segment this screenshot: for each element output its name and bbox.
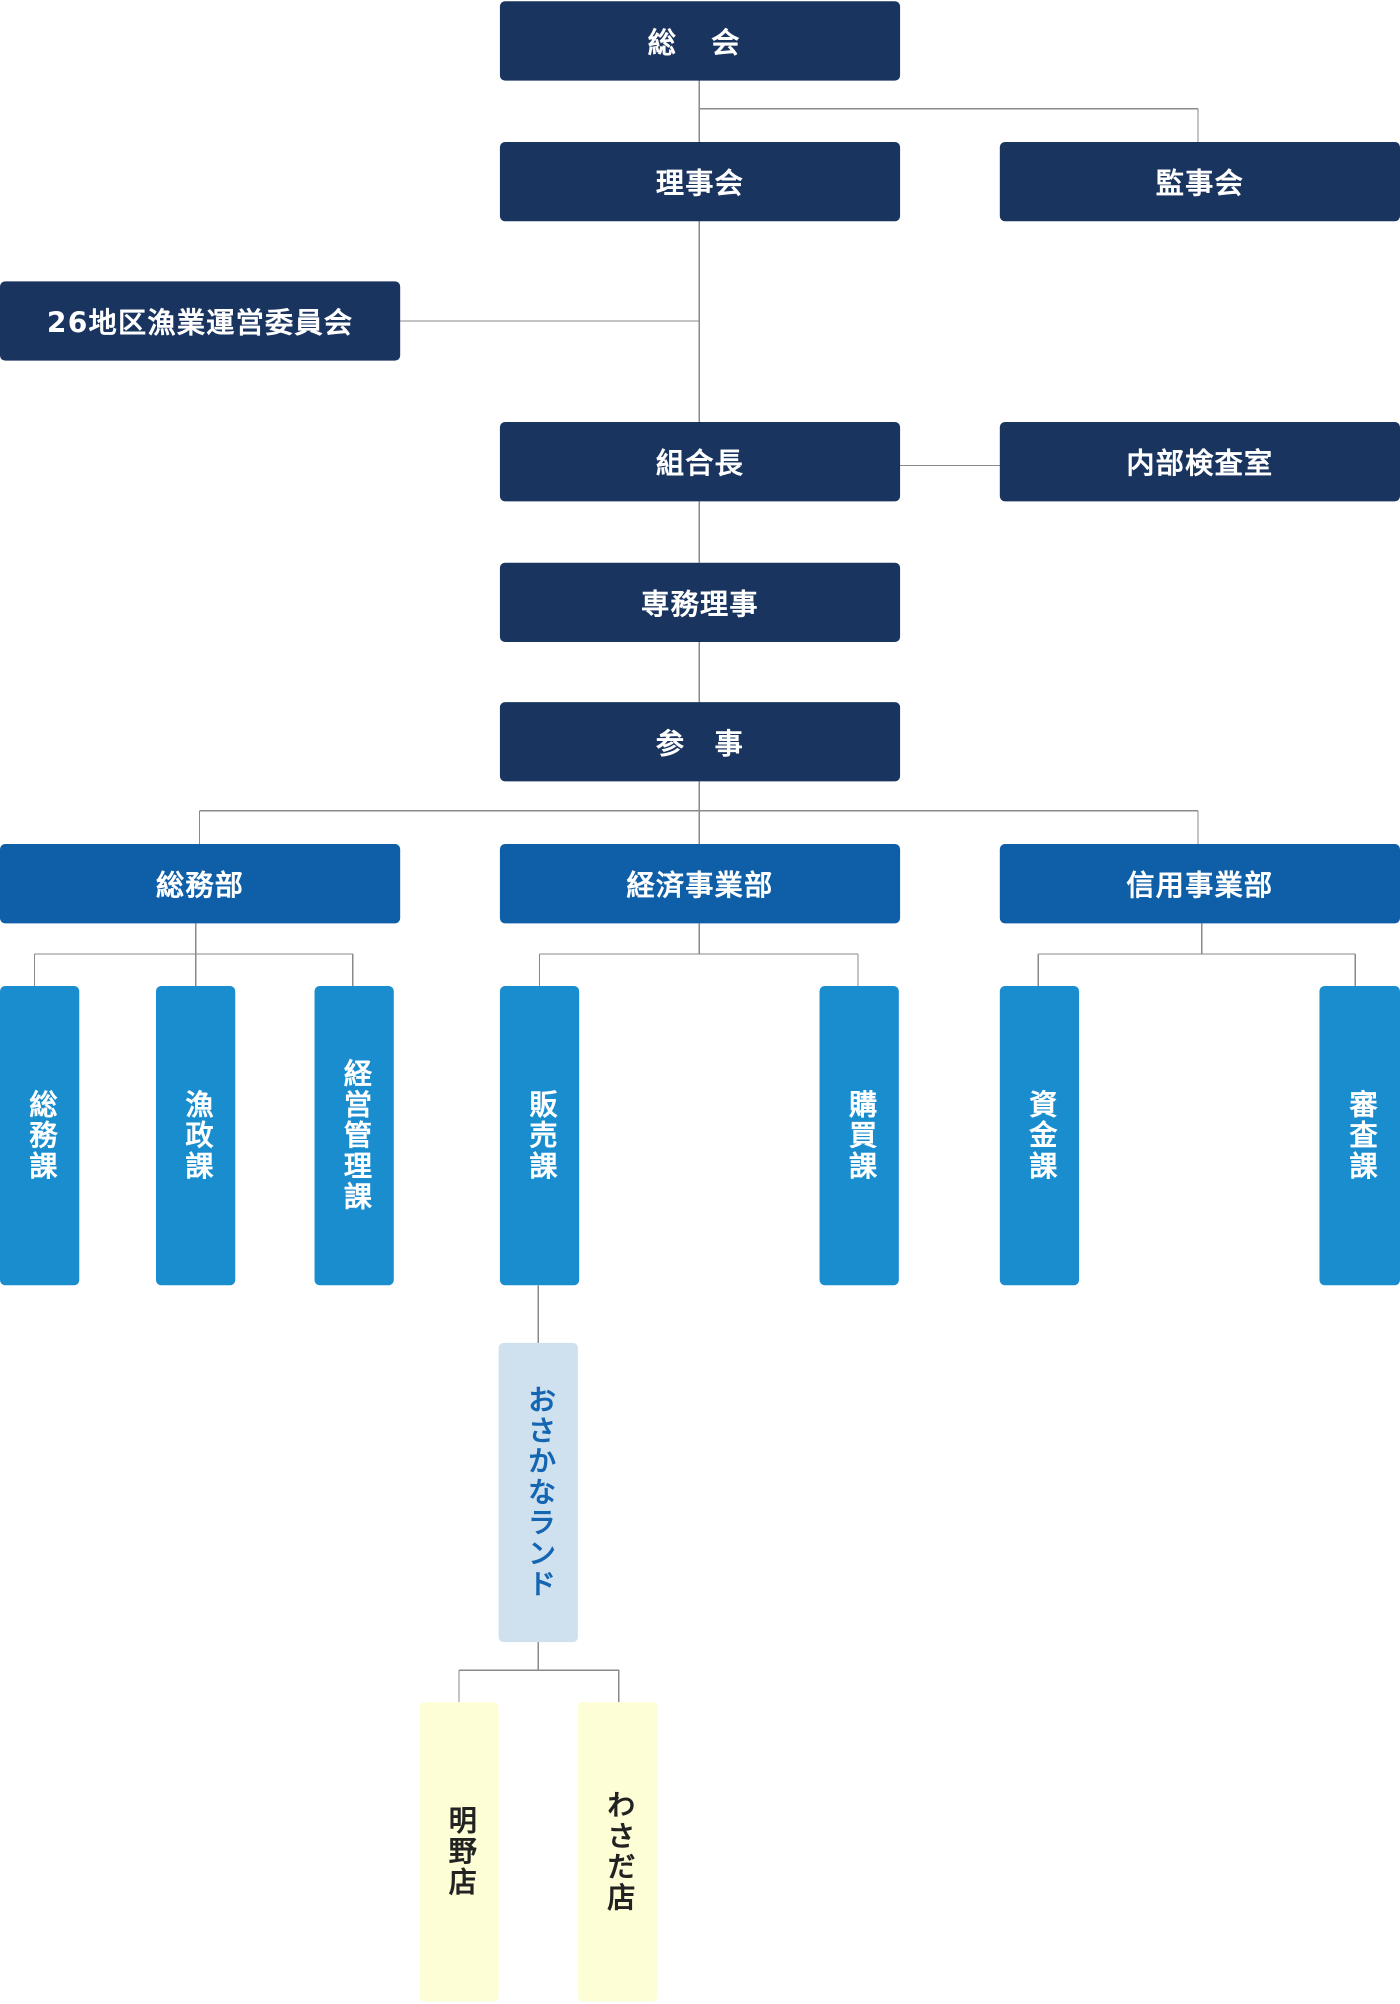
general-assembly-label: 総 会: [647, 28, 753, 61]
counselor-label: 参 事: [655, 728, 745, 761]
auditors-label: 監事会: [1155, 168, 1245, 201]
president-label: 組合長: [655, 448, 745, 481]
general-affairs-section-label: 総務課: [24, 1089, 57, 1182]
counselor-box: 参 事: [499, 702, 901, 782]
credit-business-dept-label: 信用事業部: [1126, 870, 1274, 903]
fisheries-policy-section-box: 漁政課: [155, 986, 236, 1286]
internal-audit-label: 内部検査室: [1126, 448, 1274, 481]
board-of-directors-box: 理事会: [499, 141, 901, 222]
management-section-box: 経営管理課: [314, 986, 394, 1286]
general-affairs-section-box: 総務課: [0, 986, 80, 1286]
general-affairs-dept-label: 総務部: [155, 870, 245, 903]
akeno-store-box: 明野店: [419, 1702, 499, 2002]
district-committee-label: 26地区漁業運営委員会: [46, 308, 354, 341]
economic-business-dept-label: 経済事業部: [626, 870, 774, 903]
fisheries-policy-section-label: 漁政課: [180, 1089, 213, 1182]
management-section-label: 経営管理課: [338, 1058, 371, 1213]
review-section-label: 審査課: [1344, 1089, 1377, 1182]
osakana-land-label: おさかなランド: [522, 1385, 555, 1600]
purchasing-section-box: 購買課: [819, 986, 899, 1286]
akeno-store-label: 明野店: [443, 1805, 476, 1898]
funds-section-label: 資金課: [1024, 1089, 1057, 1182]
funds-section-box: 資金課: [999, 986, 1080, 1286]
wasada-store-label: わさだ店: [602, 1790, 635, 1914]
review-section-box: 審査課: [1319, 986, 1400, 1286]
general-assembly-box: 総 会: [499, 1, 901, 81]
osakana-land-box: おさかなランド: [498, 1342, 578, 1643]
sales-section-label: 販売課: [524, 1089, 557, 1182]
district-committee-box: 26地区漁業運営委員会: [0, 281, 401, 361]
president-box: 組合長: [499, 422, 901, 502]
sales-section-box: 販売課: [499, 986, 580, 1286]
purchasing-section-label: 購買課: [843, 1089, 876, 1182]
auditors-box: 監事会: [999, 141, 1400, 222]
board-of-directors-label: 理事会: [655, 168, 745, 201]
executive-director-label: 専務理事: [641, 589, 759, 622]
wasada-store-box: わさだ店: [577, 1702, 658, 2002]
credit-business-dept-box: 信用事業部: [999, 844, 1400, 924]
executive-director-box: 専務理事: [499, 562, 901, 642]
internal-audit-box: 内部検査室: [999, 422, 1400, 502]
general-affairs-dept-box: 総務部: [0, 844, 401, 924]
economic-business-dept-box: 経済事業部: [499, 844, 901, 924]
